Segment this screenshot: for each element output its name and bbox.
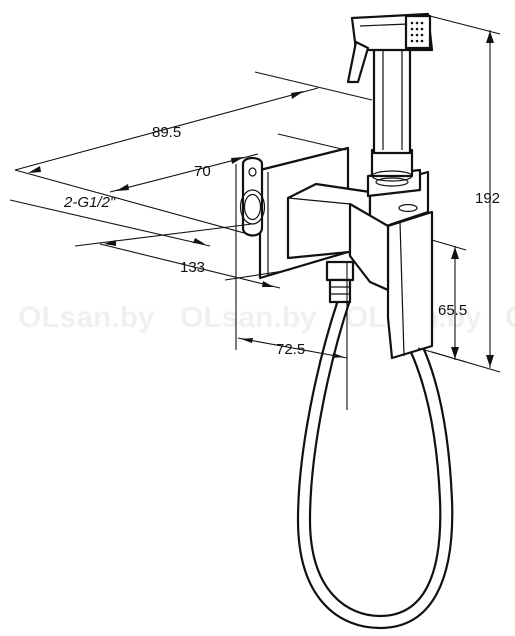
dimension-label-133: 133 <box>180 259 205 276</box>
dimension-label-72-5: 72.5 <box>276 341 305 358</box>
centre-lines <box>235 164 348 410</box>
shower-hose <box>296 299 454 630</box>
watermark-text-1: OLsan.by <box>18 301 155 334</box>
watermark-text-2: OLsan.by <box>180 301 317 334</box>
watermark-text-4: OLsan.by <box>505 301 515 334</box>
dimension-65-5: 65.5 <box>417 239 467 363</box>
watermark: OLsan.by OLsan.by OLsan.by OLsan.by <box>18 301 515 334</box>
dimension-192: 192 <box>429 15 501 373</box>
dimension-89-5: 89.5 <box>14 71 373 237</box>
spray-nozzle-holes <box>410 21 424 43</box>
mounting-bracket <box>239 156 266 237</box>
dimension-label-89-5: 89.5 <box>152 124 181 141</box>
mixer-body <box>286 170 434 360</box>
bidet-spray-head <box>346 12 434 198</box>
dimension-label-connection: 2-G1/2" <box>63 194 116 211</box>
dimension-connection: 2-G1/2" <box>9 194 211 247</box>
hose-connector <box>325 260 355 304</box>
dimension-label-65-5: 65.5 <box>438 302 467 319</box>
dimension-72-5: 72.5 <box>237 337 348 359</box>
dimension-label-192: 192 <box>475 190 500 207</box>
dimension-70: 70 <box>109 133 347 193</box>
dimension-label-70: 70 <box>194 163 211 180</box>
dimension-133: 133 <box>74 223 291 289</box>
